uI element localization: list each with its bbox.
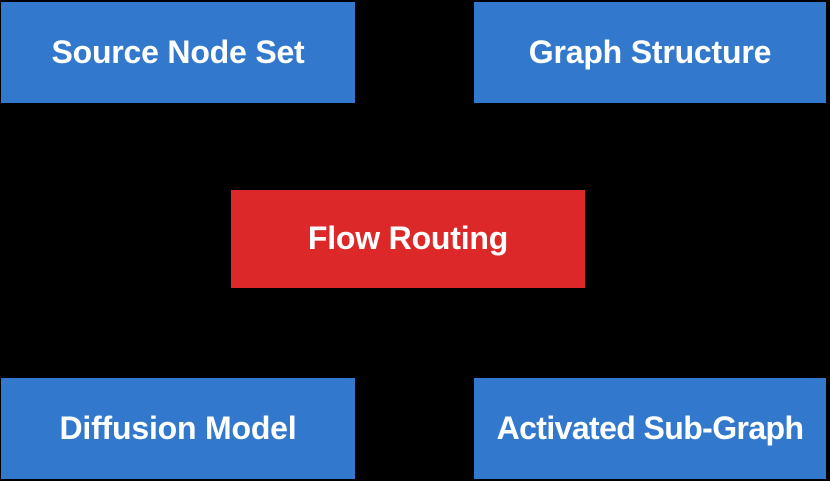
node-diffusion-model[interactable]: Diffusion Model (1, 378, 355, 479)
node-graph-structure[interactable]: Graph Structure (474, 2, 826, 103)
node-source-node-set[interactable]: Source Node Set (1, 2, 355, 103)
node-source-node-set-label: Source Node Set (51, 33, 305, 70)
node-flow-routing[interactable]: Flow Routing (231, 190, 585, 288)
node-flow-routing-label: Flow Routing (307, 220, 509, 257)
node-diffusion-model-label: Diffusion Model (59, 409, 297, 446)
node-graph-structure-label: Graph Structure (528, 33, 772, 70)
node-activated-sub-graph-label: Activated Sub-Graph (496, 409, 804, 446)
node-activated-sub-graph[interactable]: Activated Sub-Graph (474, 378, 826, 479)
